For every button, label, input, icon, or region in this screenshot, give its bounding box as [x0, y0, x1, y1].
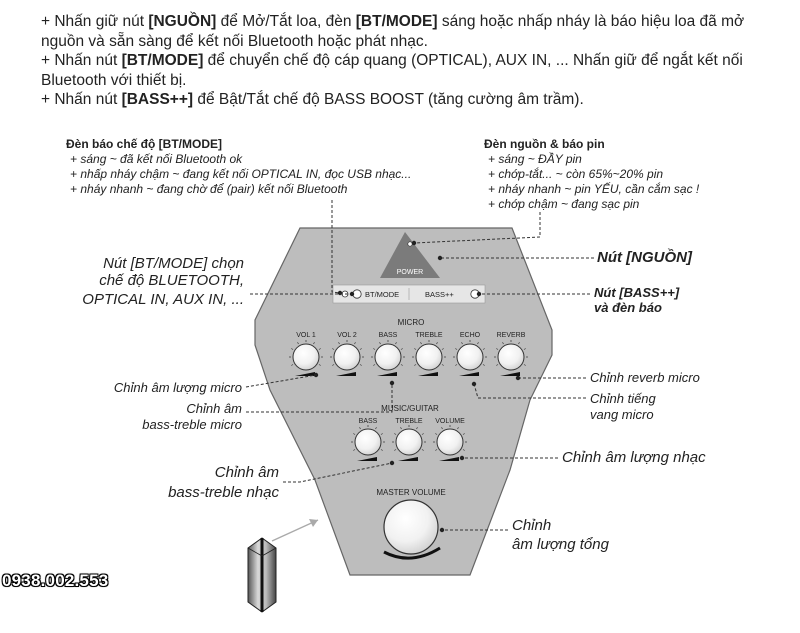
svg-text:REVERB: REVERB: [497, 332, 526, 339]
micro-knob-labels: VOL 1 VOL 2 BASS TREBLE ECHO REVERB: [296, 332, 526, 339]
master-volume-label: MASTER VOLUME: [376, 488, 445, 497]
panel-body: [254, 227, 553, 576]
speaker-illustration: [247, 537, 277, 613]
svg-text:VOL 2: VOL 2: [337, 332, 357, 339]
music-section-title: MUSIC/GUITAR: [381, 404, 439, 413]
power-button-label[interactable]: POWER: [397, 269, 423, 276]
mode-led-legend: Đèn báo chế độ [BT/MODE] + sáng ~ đã kết…: [66, 137, 411, 196]
music-knob-labels: BASS TREBLE VOLUME: [359, 418, 465, 425]
svg-text:BASS: BASS: [379, 332, 398, 339]
callout-music-volume: Chỉnh âm lượng nhạc: [562, 449, 706, 466]
svg-text:Đèn báo chế độ [BT/MODE]: Đèn báo chế độ [BT/MODE]: [66, 137, 222, 151]
svg-text:+ chớp chậm ~ đang sạc pin: + chớp chậm ~ đang sạc pin: [488, 197, 640, 211]
music-bass-knob[interactable]: [351, 425, 385, 461]
power-triangle: [380, 232, 440, 278]
callout-mic-volume: Chỉnh âm lượng micro: [114, 380, 242, 395]
svg-text:ECHO: ECHO: [460, 332, 481, 339]
svg-text:âm lượng tổng: âm lượng tổng: [512, 536, 610, 553]
svg-text:+ sáng ~ đã kết nối Bluetooth: + sáng ~ đã kết nối Bluetooth ok: [70, 152, 243, 166]
svg-text:+ nháy nhanh ~ đang chờ để (pa: + nháy nhanh ~ đang chờ để (pair) kết nố…: [70, 182, 348, 196]
phone-number: 0938.002.553: [2, 571, 109, 590]
svg-text:TREBLE: TREBLE: [415, 332, 443, 339]
intro-line-2: + Nhấn nút [BT/MODE] để chuyển chế độ cá…: [41, 52, 743, 89]
svg-text:Chỉnh âm: Chỉnh âm: [215, 464, 279, 481]
svg-text:và đèn báo: và đèn báo: [594, 300, 662, 315]
mic-vol2-knob[interactable]: [330, 340, 364, 376]
mic-treble-knob[interactable]: [412, 340, 446, 376]
callout-power: Nút [NGUỒN]: [597, 248, 693, 266]
svg-text:+ chớp-tắt... ~ còn 65%~20% pi: + chớp-tắt... ~ còn 65%~20% pin: [488, 166, 663, 181]
callout-echo: Chỉnh tiếng vang micro: [590, 391, 657, 422]
callout-bt-mode: Nút [BT/MODE] chọn chế độ BLUETOOTH, OPT…: [82, 255, 244, 308]
callout-mic-eq: Chỉnh âm bass-treble micro: [142, 401, 242, 432]
svg-text:TREBLE: TREBLE: [395, 418, 423, 425]
leader-lines: [245, 200, 594, 533]
callout-music-eq: Chỉnh âm bass-treble nhạc: [168, 464, 279, 501]
svg-text:VOLUME: VOLUME: [435, 418, 465, 425]
svg-text:OPTICAL IN, AUX IN, ...: OPTICAL IN, AUX IN, ...: [82, 291, 244, 308]
mic-vol1-knob[interactable]: [289, 340, 323, 376]
intro-instructions: + Nhấn giữ nút [NGUỒN] để Mở/Tắt loa, đè…: [41, 12, 791, 110]
svg-text:Chỉnh tiếng: Chỉnh tiếng: [590, 391, 657, 406]
svg-text:Nút [BASS++]: Nút [BASS++]: [594, 285, 680, 300]
svg-text:+ nhấp nháy chậm ~ đang kết nố: + nhấp nháy chậm ~ đang kết nối OPTICAL …: [70, 167, 411, 181]
bass-boost-label: BASS++: [425, 290, 454, 299]
power-led-legend: Đèn nguồn & báo pin + sáng ~ ĐẦY pin + c…: [484, 137, 700, 211]
svg-text:chế độ BLUETOOTH,: chế độ BLUETOOTH,: [99, 272, 244, 289]
mic-reverb-knob[interactable]: [494, 340, 528, 376]
svg-text:Chỉnh âm: Chỉnh âm: [186, 401, 242, 416]
callout-master: Chỉnh âm lượng tổng: [512, 517, 610, 553]
svg-text:Chỉnh: Chỉnh: [512, 517, 551, 534]
svg-text:BASS: BASS: [359, 418, 378, 425]
bass-boost-button[interactable]: [470, 289, 480, 299]
svg-text:+ nháy nhanh ~ pin YẾU, cần cắ: + nháy nhanh ~ pin YẾU, cần cắm sạc !: [488, 181, 700, 196]
mic-echo-knob[interactable]: [453, 340, 487, 376]
callout-bass: Nút [BASS++] và đèn báo: [594, 285, 680, 315]
micro-section-title: MICRO: [398, 318, 425, 327]
bt-mode-button[interactable]: [352, 289, 362, 299]
svg-text:VOL 1: VOL 1: [296, 332, 316, 339]
intro-line-1: + Nhấn giữ nút [NGUỒN] để Mở/Tắt loa, đè…: [41, 13, 745, 50]
master-volume-knob[interactable]: [383, 499, 441, 560]
intro-line-3: + Nhấn nút [BASS++] để Bật/Tắt chế độ BA…: [41, 91, 584, 108]
svg-text:bass-treble micro: bass-treble micro: [142, 417, 242, 432]
mic-bass-knob[interactable]: [371, 340, 405, 376]
music-treble-knob[interactable]: [392, 425, 426, 461]
power-led: [407, 241, 413, 247]
music-volume-knob[interactable]: [433, 425, 467, 461]
pointer-arrow-icon: [271, 519, 319, 542]
callout-reverb: Chỉnh reverb micro: [590, 370, 700, 385]
svg-text:Đèn nguồn & báo pin: Đèn nguồn & báo pin: [484, 137, 605, 151]
svg-text:bass-treble nhạc: bass-treble nhạc: [168, 484, 279, 501]
bt-mode-label: BT/MODE: [365, 290, 399, 299]
svg-text:Nút [BT/MODE] chọn: Nút [BT/MODE] chọn: [103, 255, 244, 272]
svg-text:vang micro: vang micro: [590, 407, 654, 422]
svg-text:+ sáng ~ ĐẦY pin: + sáng ~ ĐẦY pin: [488, 151, 582, 166]
